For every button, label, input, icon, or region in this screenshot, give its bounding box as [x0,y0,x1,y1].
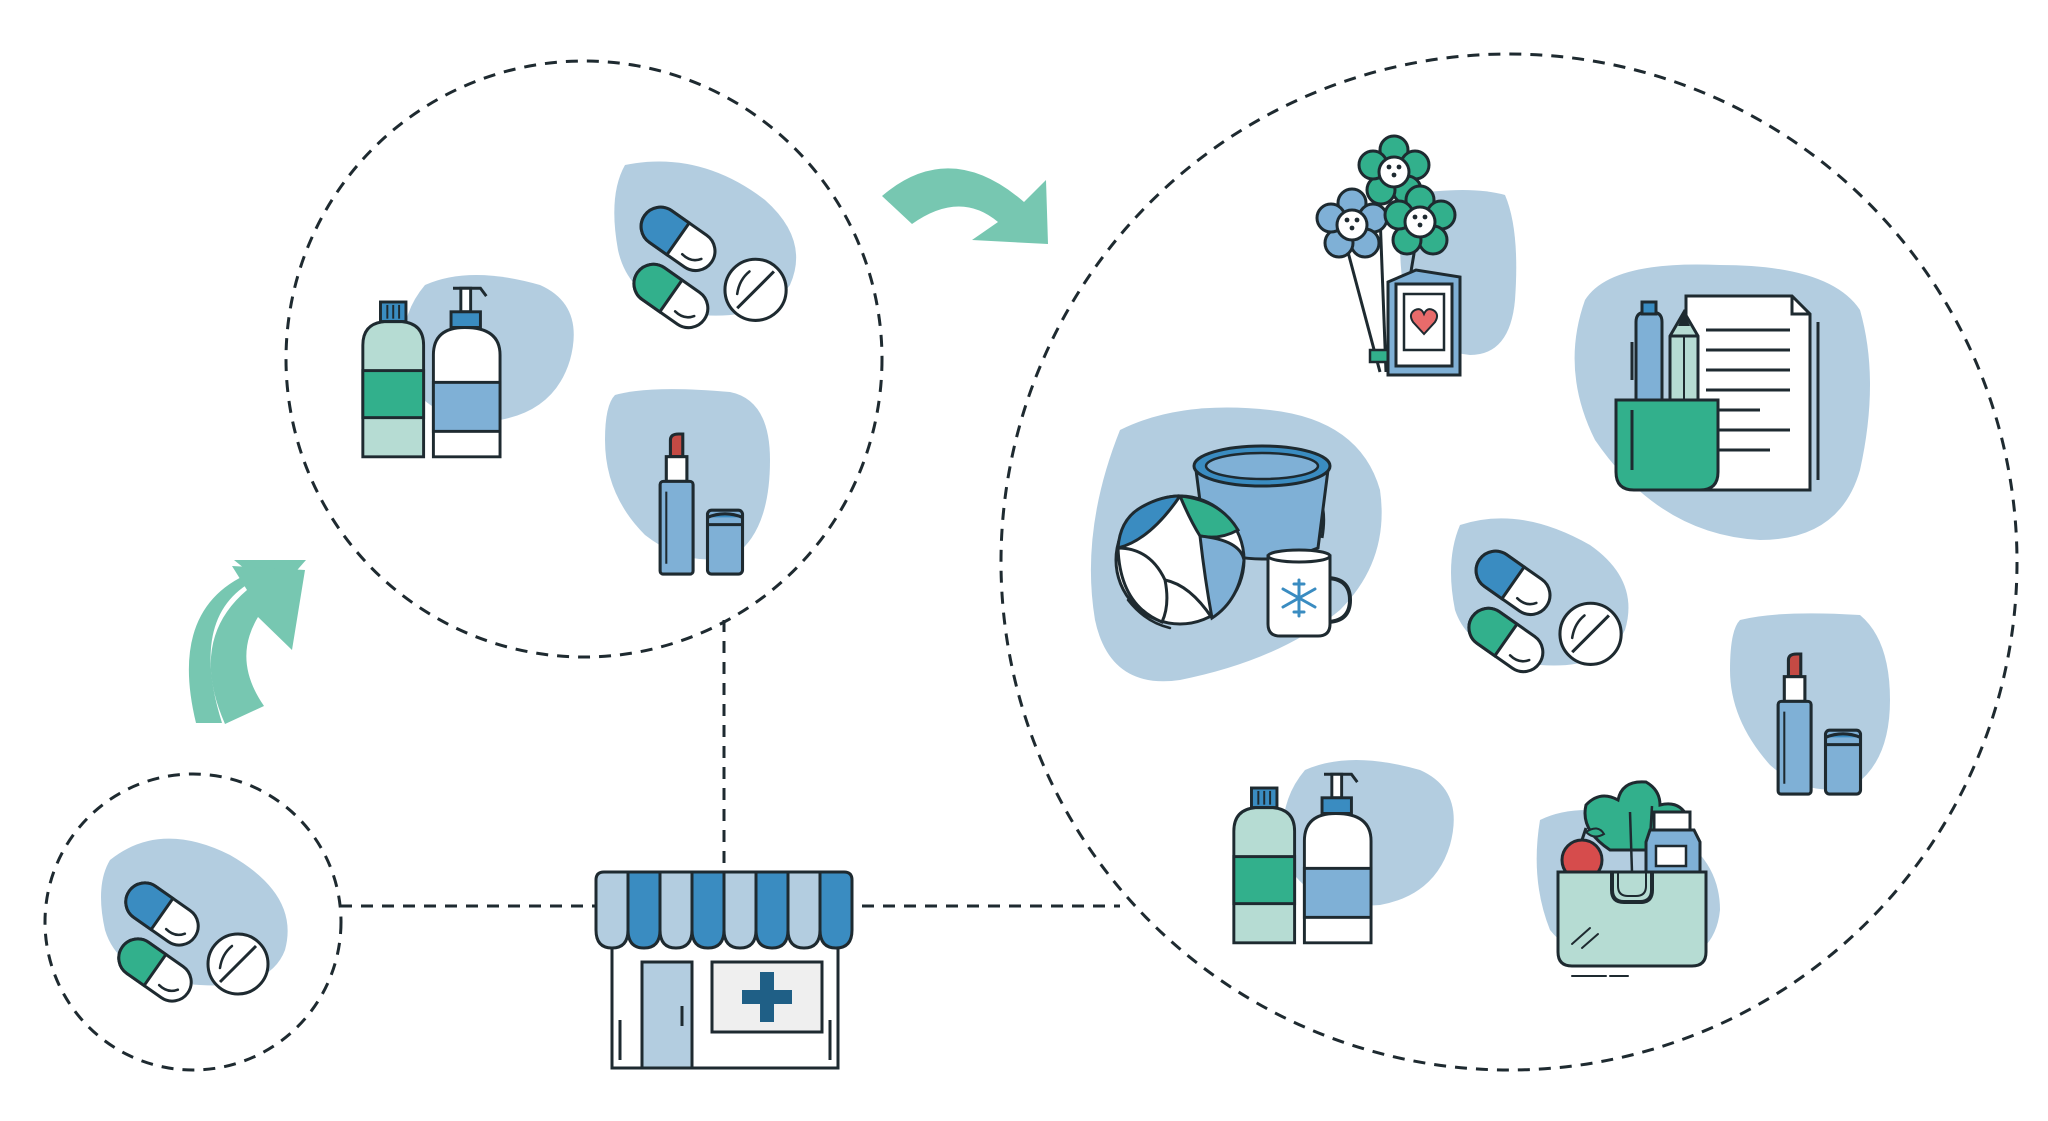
pharmacy-store-icon [594,870,856,1070]
stage-circle-small [43,772,343,1072]
growth-arrow-icon [882,168,1048,244]
flowers-card-icon [1315,134,1462,377]
stationery-icon [1614,294,1820,492]
stage-circle-large [999,52,2019,1072]
stage-circle-medium [284,59,884,659]
connector-lines [340,620,1120,908]
grocery-bag-icon [1556,780,1708,977]
growth-arrow-icon [188,560,306,724]
stage-small-items [101,838,288,1011]
beach-items-icon [1114,444,1353,638]
stage-large-items [1090,134,1890,977]
store-awning [594,870,856,950]
medical-cross-icon [742,972,792,1022]
stage-medium-items [361,161,797,576]
store-door [640,960,694,1070]
